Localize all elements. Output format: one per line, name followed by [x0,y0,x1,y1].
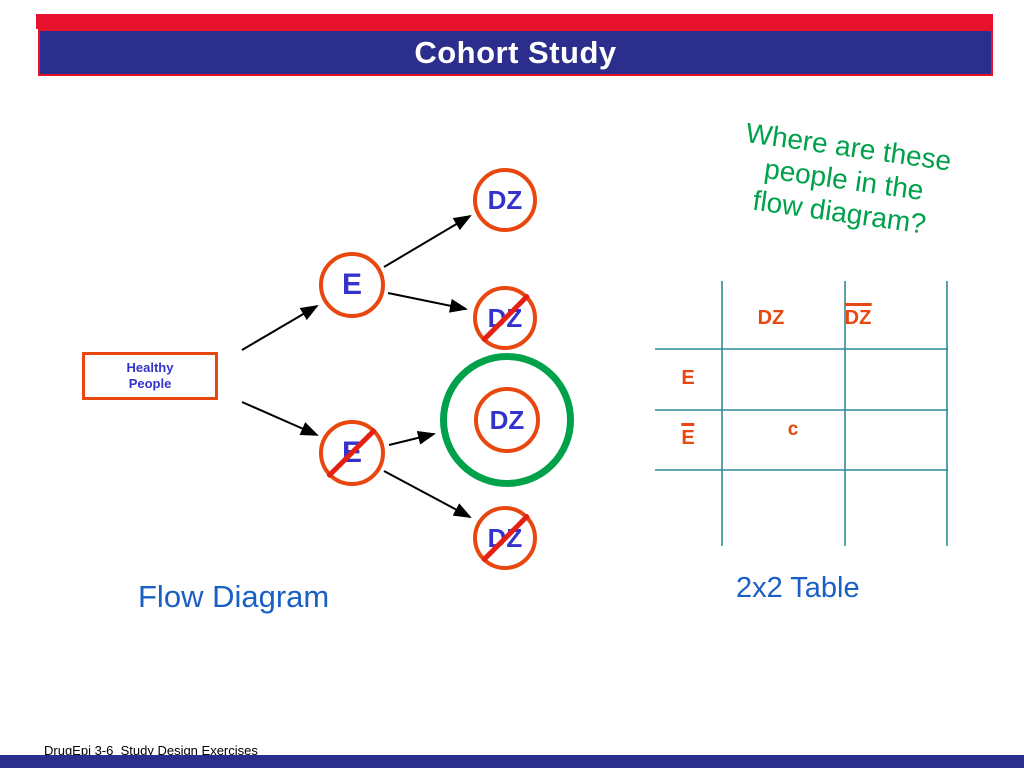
arrow-root-to-exposed [241,304,319,351]
table-grid [655,281,948,546]
bottom-blue-strip [0,755,1024,768]
title-bar: Cohort Study [38,29,993,76]
footer-text: DrugEpi 3-6 Study Design Exercises [44,743,258,758]
flow-diagram-caption: Flow Diagram [138,579,330,614]
slide-title: Cohort Study [414,34,617,70]
node-exposed: E [319,252,385,318]
table-cell-c: c [787,419,799,440]
node-exposed-disease-label: DZ [487,184,523,215]
table-col-header-not-dz-label: DZ [844,303,872,330]
question-text: Where are these people in the flow diagr… [693,110,996,249]
table-caption: 2x2 Table [736,572,860,604]
highlight-circle [440,353,574,487]
node-not-exposed-no-disease: DZ [473,506,537,570]
node-exposed-label: E [341,268,362,301]
top-red-strip [36,14,993,29]
healthy-people-box: Healthy People [82,352,218,400]
node-exposed-no-disease: DZ [473,286,537,350]
arrow-exposed-to-dz [383,214,472,268]
table-row-header-not-e-label: E [681,423,695,450]
arrow-not-exposed-to-dz [388,430,436,446]
node-not-exposed: E [319,420,385,486]
node-not-exposed-disease-label: DZ [489,404,525,435]
table-row-header-not-e: E [681,423,695,450]
arrow-exposed-to-not-dz [387,292,468,313]
table-col-header-not-dz: DZ [844,303,872,330]
arrow-root-to-not-exposed [241,401,319,436]
arrow-not-exposed-to-not-dz [383,470,472,518]
healthy-people-label: Healthy People [126,359,174,391]
table-col-header-dz: DZ [757,307,785,329]
node-exposed-disease: DZ [473,168,537,232]
table-row-header-e: E [681,367,695,389]
node-not-exposed-disease: DZ [474,387,540,453]
